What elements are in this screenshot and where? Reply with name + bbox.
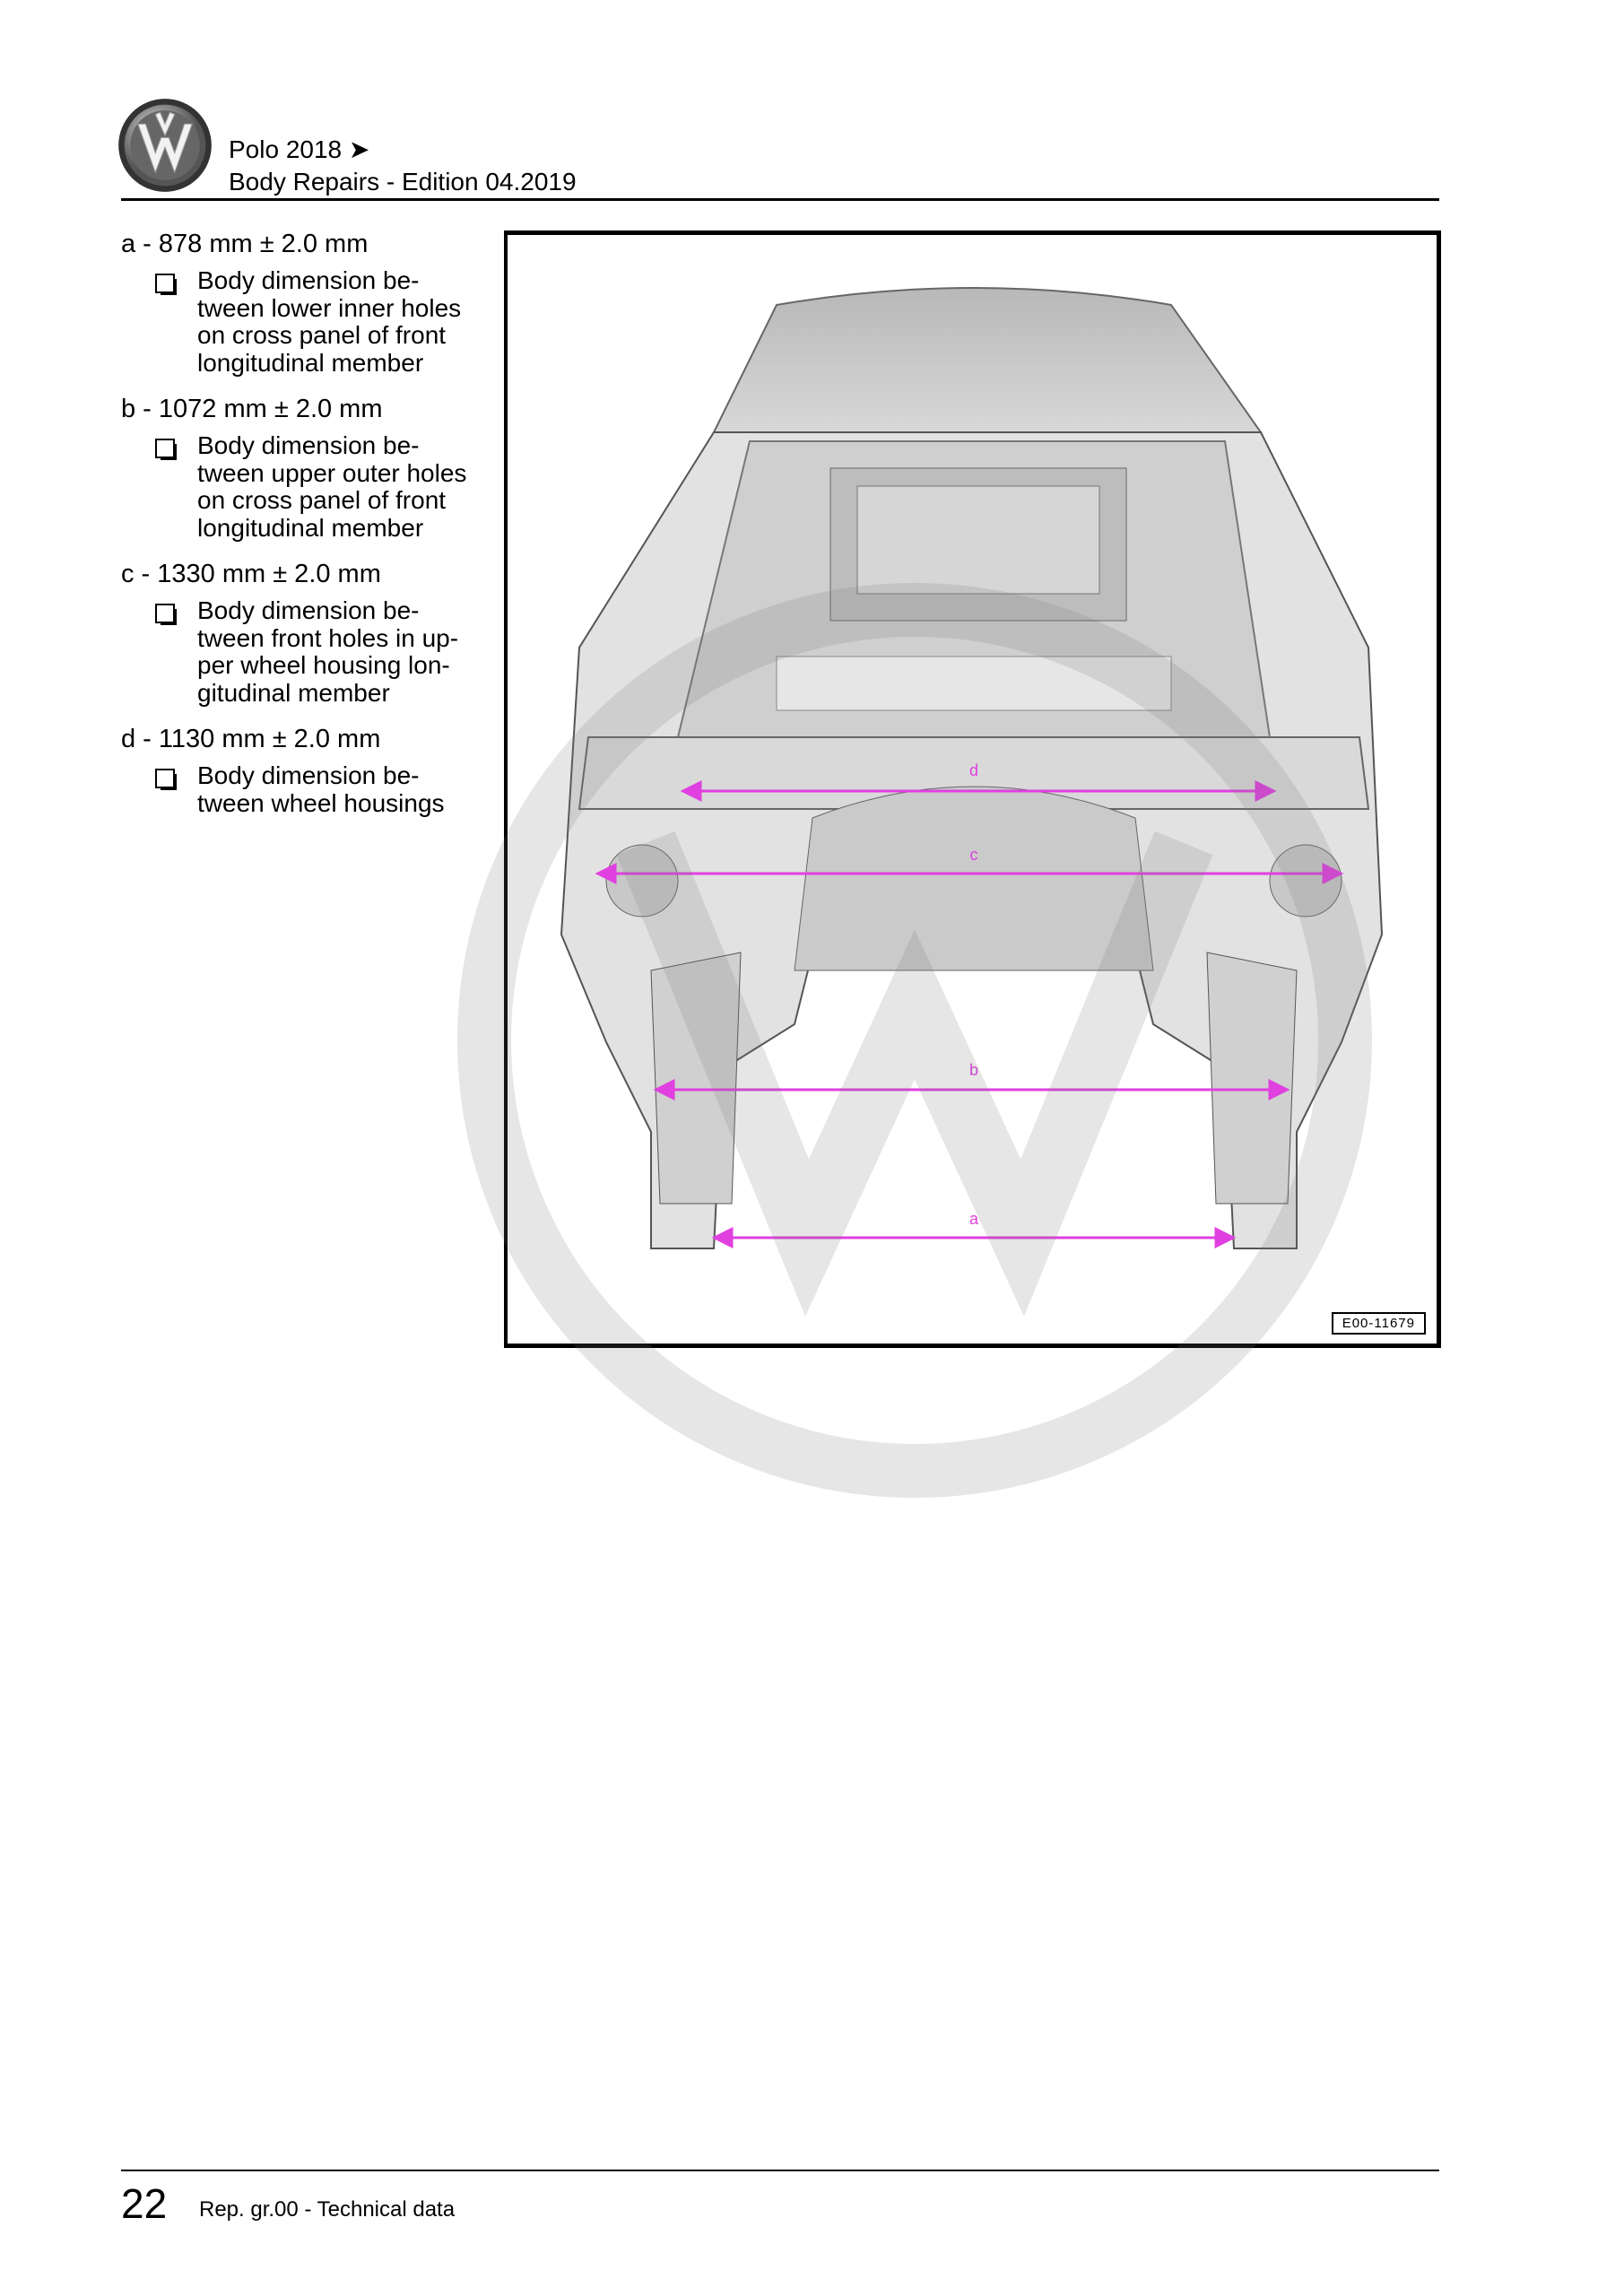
dimension-item-d: d - 1130 mm ± 2.0 mm Body dimension be- … [121,725,507,817]
label-c: c [970,846,978,864]
figure-code: E00-11679 [1331,1312,1426,1335]
desc-line: tween lower inner holes [197,293,462,322]
header-model: Polo 2018 ➤ [229,135,370,163]
label-a: a [969,1210,979,1228]
desc-line: tween front holes in up- [197,623,459,652]
desc-line: Body dimension be- [197,266,420,294]
car-body-illustration: d c b a [560,287,1384,1249]
body-dimension-figure: d c b a E00-11679 [504,230,1441,1348]
checkbox-bullet-icon [155,604,177,625]
desc-line: longitudinal member [197,513,424,542]
desc-line: gitudinal member [197,678,390,707]
desc-line: on cross panel of front [197,486,447,514]
desc-line: on cross panel of front [197,321,447,349]
label-d: d [969,761,978,779]
header-divider [121,198,1439,201]
footer-section: Rep. gr.00 - Technical data [199,2197,456,2222]
checkbox-bullet-icon [155,439,177,460]
desc-line: tween wheel housings [197,788,445,817]
dimension-title: b - 1072 mm ± 2.0 mm [121,395,383,423]
desc-line: Body dimension be- [197,431,420,459]
desc-line: Body dimension be- [197,596,420,624]
dimension-title: c - 1330 mm ± 2.0 mm [121,560,381,588]
desc-line: longitudinal member [197,348,424,377]
vw-logo [118,99,212,192]
dimension-title: a - 878 mm ± 2.0 mm [121,230,369,258]
dimension-item-c: c - 1330 mm ± 2.0 mm Body dimension be- … [121,560,507,707]
dimension-list: a - 878 mm ± 2.0 mm Body dimension be- t… [121,230,507,835]
dimension-title: d - 1130 mm ± 2.0 mm [121,725,381,753]
dimension-item-b: b - 1072 mm ± 2.0 mm Body dimension be- … [121,395,507,542]
desc-line: Body dimension be- [197,761,420,789]
desc-line: tween upper outer holes [197,458,467,487]
header-manual-title: Body Repairs - Edition 04.2019 [229,168,577,196]
footer-divider [121,2170,1439,2171]
checkbox-bullet-icon [155,769,177,790]
label-b: b [969,1061,978,1079]
dimension-item-a: a - 878 mm ± 2.0 mm Body dimension be- t… [121,230,507,377]
desc-line: per wheel housing lon- [197,651,450,679]
page-number: 22 [121,2180,168,2227]
checkbox-bullet-icon [155,274,177,295]
